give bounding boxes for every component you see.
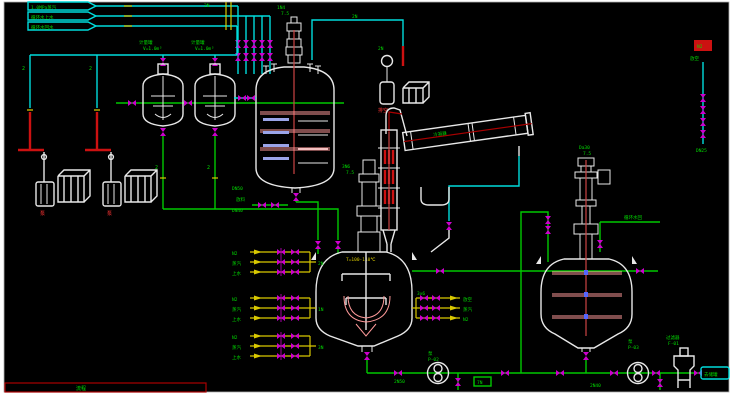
gear-pump2-tag1: 泵 [628,339,633,345]
manifold-b-label1: N2 [232,297,238,303]
tank1-tag-line2: V=1.0m³ [143,46,162,52]
inlet-flag-1: 1.0MPa蒸汽 [27,1,98,11]
reactor3-feed-tag: 循环水回 [624,214,642,221]
seal-pot: 2N 排空 [378,46,430,114]
bundle-tag: 2N [204,3,210,9]
inlet-flag-1-label: 1.0MPa蒸汽 [31,4,57,11]
reactor2-motor-tag2: 7.5 [346,170,354,176]
reactor1-drain-station: DN50 放料 DN40 [232,186,288,214]
manifold-a-label1: N2 [232,251,238,257]
pump1-label: 泵 [40,211,45,217]
seal-pot-tag: 2N [378,46,384,52]
reactor-1: 1N4 7.5 [234,5,335,202]
hose-station-d: 3x6 放空 蒸汽 N2 [412,291,472,323]
gear-pump2-tag2: P-03 [628,345,639,351]
top-right-tick: DN25 [696,148,707,154]
drain-tag-1: DN50 [232,186,243,192]
metering-tank-1: 计量罐 V=1.0m³ 2 [139,39,184,209]
gear-pump-1: 泵 P-02 [426,351,450,385]
inlet-flag-3: 循环水回水 [27,21,98,31]
manifold-d-label1: 放空 [463,296,472,303]
top-right-tag: 放空 [690,55,699,62]
cooling-water-header: 2 2 [22,26,238,130]
inlet-flag-2: 循环水上水 [27,11,98,21]
outlet-flag: 去储罐 [700,366,730,380]
outlet-flag-label: 去储罐 [704,371,718,378]
gear-pump-2: 泵 P-03 [626,339,650,385]
tank2-tag-line2: V=1.0m³ [195,46,214,52]
pump2-label: 泵 [107,211,112,217]
transfer-headers [163,201,341,254]
reactor-2: 3N6 7.5 T=100-110℃ [311,159,417,373]
gear-pump1-tag1: 泵 [428,351,433,357]
condenser: 冷凝器 [401,111,534,152]
line-7n-tag: 7N [477,380,483,386]
inlet-flag-3-label: 循环水回水 [31,24,54,31]
tank2-drop-tag: 2 [207,165,210,171]
top-right-utility: N2 放空 DN25 [690,40,712,154]
vent-line: 2N [311,14,405,66]
reactor-3: Da30 7.5 [536,145,637,373]
reactor1-motor-tag1: 1N4 [277,5,285,11]
inline-filter: 过滤器 F-01 [666,334,695,388]
utility-headers: 2N [96,2,270,30]
discharge-header: 2N50 7N 2N40 [367,370,702,390]
reactor2-motor-tag1: 3N6 [342,164,350,170]
manifold-b-tag: 1N [318,307,324,313]
line-drop-tag: 2N50 [394,379,405,385]
title-block-text: 流程 [76,385,86,392]
tank2-tag-line1: 计量罐 [191,39,205,46]
metering-tank-2: 计量罐 V=1.0m³ 2 [191,39,236,209]
line-below-tag: 2N40 [590,383,601,389]
reactor1-motor-tag2: 7.5 [281,11,289,17]
manifold-c-label3: 上水 [232,354,241,361]
n2-flag-label: N2 [697,44,703,50]
reflux-line [420,146,520,253]
manifold-b-label2: 蒸汽 [232,306,241,313]
drop2-tag: 2 [89,66,92,72]
tank1-tag-line1: 计量罐 [139,39,153,46]
manifold-c-tag: 3N [318,345,324,351]
manifold-c-label1: N2 [232,335,238,341]
manifold-c-label2: 蒸汽 [232,344,241,351]
hose-station-b: N2 蒸汽 上水 1N [232,294,324,323]
manifold-b-label3: 上水 [232,316,241,323]
reactor2-note: T=100-110℃ [346,257,376,263]
filter-tag1: 过滤器 [666,334,680,341]
reactor1-feed-bundle [235,6,273,74]
drain-tag-3: DN40 [232,208,243,214]
drop1-tag: 2 [22,66,25,72]
packed-column [378,107,408,252]
reactor3-circulation: 循环水回 [520,211,660,373]
condenser-tag: 冷凝器 [433,130,448,139]
reactor2-agitator-motor [356,159,382,253]
feed-pump-2: 泵 [85,130,158,217]
n2-flag [694,40,712,51]
manifold-a-label2: 蒸汽 [232,260,241,267]
manifold-d-label2: 蒸汽 [463,306,472,313]
manifold-d-tag: 3x6 [417,291,425,297]
seal-pot-vent-label: 排空 [378,107,388,114]
gear-pump1-tag2: P-02 [428,357,439,363]
manifold-d-label3: N2 [463,317,469,323]
inlet-flag-2-label: 循环水上水 [31,14,54,21]
reactor3-motor-tag2: 7.5 [583,151,591,157]
manifold-a-label3: 上水 [232,270,241,277]
manifold-a-tag: 2N [318,261,324,267]
hose-station-a: N2 蒸汽 上水 2N [232,248,324,277]
drain-tag-2: 放料 [236,196,245,203]
tank1-drop-tag: 2 [155,165,158,171]
hose-station-c: N2 蒸汽 上水 3N [232,332,324,361]
filter-tag2: F-01 [668,341,679,347]
feed-pump-1: 泵 [18,130,91,217]
title-block: 流程 [4,382,207,393]
reactor3-motor-tag1: Da30 [579,145,590,151]
vapor-tag: 2N [352,14,358,20]
